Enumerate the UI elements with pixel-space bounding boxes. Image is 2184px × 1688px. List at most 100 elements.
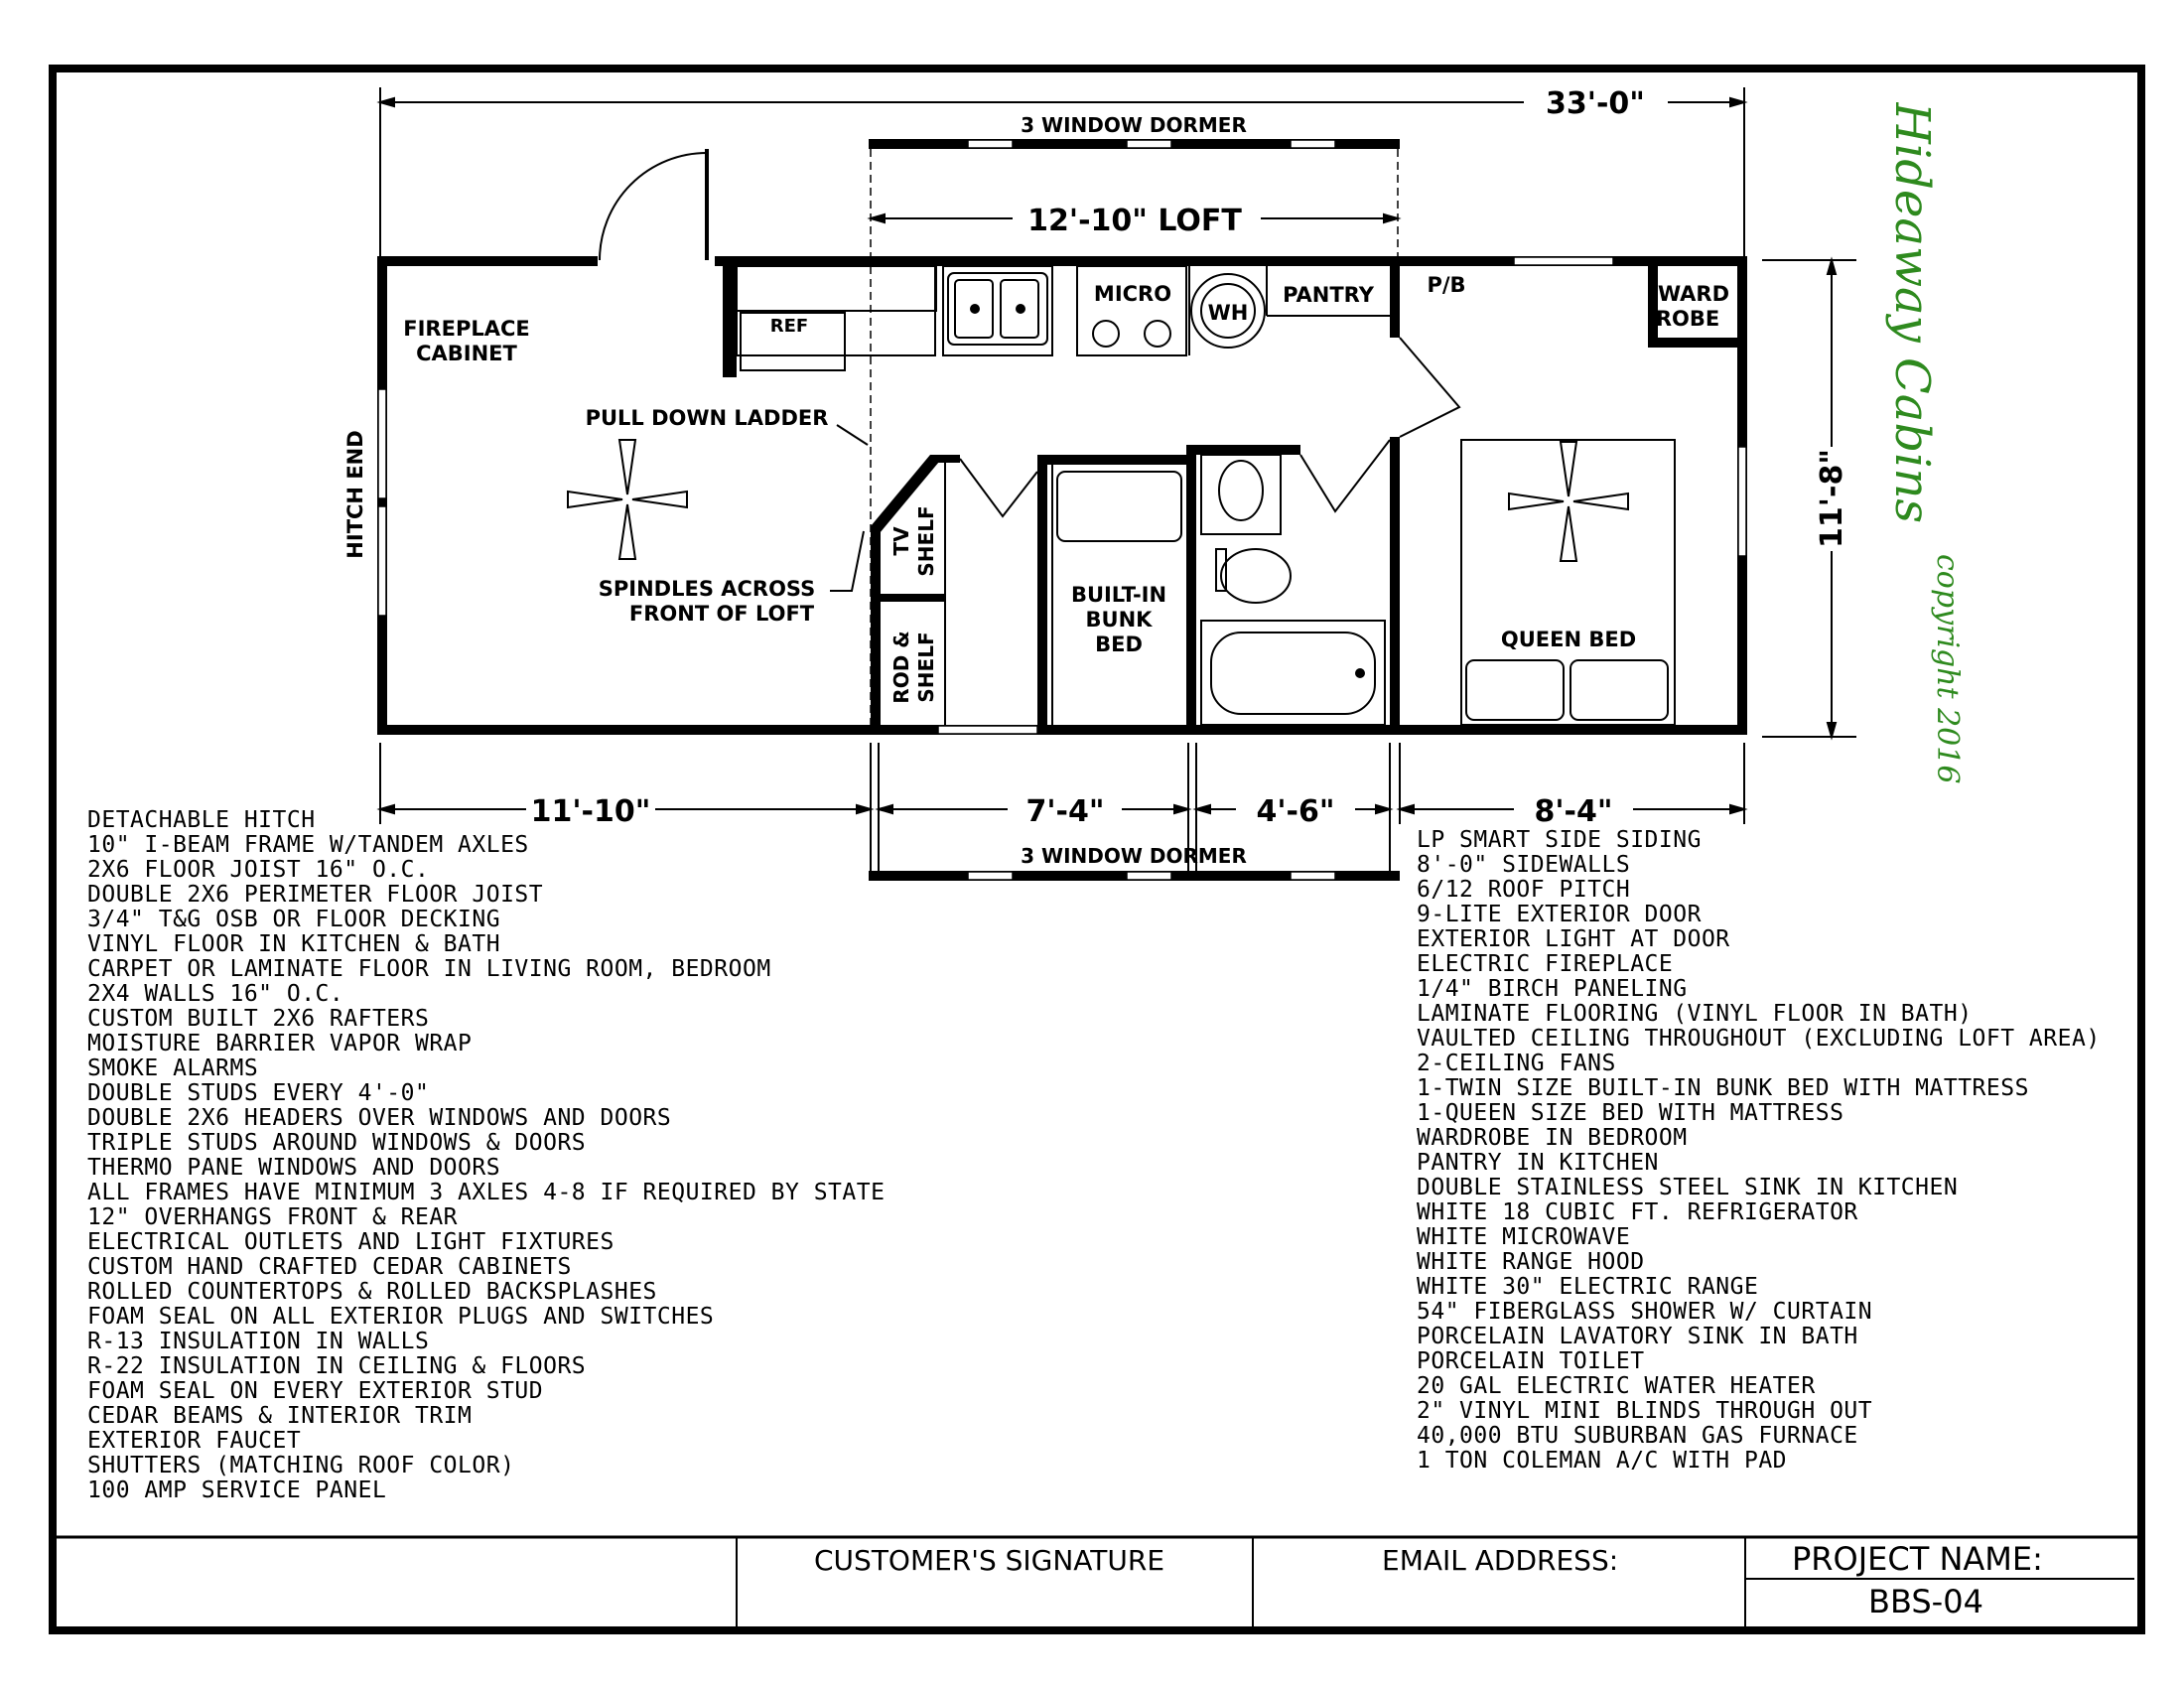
spec-right-item: 1/4" BIRCH PANELING xyxy=(1417,976,1688,1002)
project-name-value: BBS-04 xyxy=(1868,1583,1983,1620)
label-pull-down-ladder: PULL DOWN LADDER xyxy=(586,406,829,430)
bottom-dimensions xyxy=(376,743,1748,874)
label-ref: REF xyxy=(770,316,808,337)
dim-bedroom: 8'-4" xyxy=(1534,794,1612,829)
bedroom-door xyxy=(1399,337,1461,438)
overall-width-dimension xyxy=(1762,256,1856,741)
kitchen xyxy=(723,265,1400,377)
spec-left-item: CUSTOM BUILT 2X6 RAFTERS xyxy=(87,1006,430,1032)
spec-right-item: PORCELAIN LAVATORY SINK IN BATH xyxy=(1417,1324,1858,1349)
bunk-room xyxy=(959,445,1291,730)
label-ward-1: WARD xyxy=(1658,282,1729,306)
brand-copyright: copyright 2016 xyxy=(1930,554,1965,783)
project-name-label: PROJECT NAME: xyxy=(1792,1540,2043,1578)
queen-bed xyxy=(1460,439,1676,726)
spec-left-item: THERMO PANE WINDOWS AND DOORS xyxy=(87,1155,501,1181)
spec-left-item: R-22 INSULATION IN CEILING & FLOORS xyxy=(87,1353,587,1379)
spec-right-item: 40,000 BTU SUBURBAN GAS FURNACE xyxy=(1417,1423,1858,1449)
overall-width-label: 11'-8" xyxy=(1815,449,1849,548)
label-fireplace-2: CABINET xyxy=(416,342,517,365)
spec-right-item: 1 TON COLEMAN A/C WITH PAD xyxy=(1417,1448,1788,1474)
spec-right-item: LAMINATE FLOORING (VINYL FLOOR IN BATH) xyxy=(1417,1001,1973,1027)
dim-living: 11'-10" xyxy=(531,794,651,829)
spec-left-item: 2X6 FLOOR JOIST 16" O.C. xyxy=(87,857,430,883)
spec-left-item: DOUBLE 2X6 HEADERS OVER WINDOWS AND DOOR… xyxy=(87,1105,672,1131)
top-dormer xyxy=(869,139,1400,258)
sheet-border xyxy=(49,65,2145,1634)
label-pantry: PANTRY xyxy=(1283,283,1375,307)
spec-right-item: 54" FIBERGLASS SHOWER W/ CURTAIN xyxy=(1417,1299,1873,1325)
spec-right-item: WHITE MICROWAVE xyxy=(1417,1224,1631,1250)
label-bunk-3: BED xyxy=(1095,633,1143,656)
spec-left-item: ELECTRICAL OUTLETS AND LIGHT FIXTURES xyxy=(87,1229,614,1255)
exterior-walls xyxy=(377,256,1747,735)
spec-left-item: EXTERIOR FAUCET xyxy=(87,1428,302,1454)
label-hitch-end: HITCH END xyxy=(343,430,367,558)
spec-right-item: EXTERIOR LIGHT AT DOOR xyxy=(1417,926,1730,952)
spec-left-item: FOAM SEAL ON EVERY EXTERIOR STUD xyxy=(87,1378,544,1404)
spec-left-item: SMOKE ALARMS xyxy=(87,1055,259,1081)
bathroom xyxy=(1200,437,1400,730)
spec-right-item: 1-QUEEN SIZE BED WITH MATTRESS xyxy=(1417,1100,1844,1126)
label-micro: MICRO xyxy=(1094,282,1171,306)
label-spindles-2: FRONT OF LOFT xyxy=(629,602,815,626)
spec-left-item: CEDAR BEAMS & INTERIOR TRIM xyxy=(87,1403,473,1429)
top-dormer-label: 3 WINDOW DORMER xyxy=(1021,113,1247,137)
overall-length-dimension xyxy=(376,87,1748,256)
exterior-windows xyxy=(377,256,1747,735)
label-spindles-1: SPINDLES ACROSS xyxy=(599,577,816,601)
label-queen-bed: QUEEN BED xyxy=(1501,628,1636,651)
label-fireplace-1: FIREPLACE xyxy=(403,317,529,341)
brand-name: Hideaway Cabins xyxy=(1884,102,1940,523)
label-bunk-1: BUILT-IN xyxy=(1071,583,1166,607)
spec-right-item: WARDROBE IN BEDROOM xyxy=(1417,1125,1688,1151)
label-tv-1: TV xyxy=(889,526,913,556)
spec-left-item: DOUBLE 2X6 PERIMETER FLOOR JOIST xyxy=(87,882,544,908)
overall-length-label: 33'-0" xyxy=(1546,86,1645,121)
spec-left-item: R-13 INSULATION IN WALLS xyxy=(87,1329,430,1354)
spec-right-item: VAULTED CEILING THROUGHOUT (EXCLUDING LO… xyxy=(1417,1026,2101,1052)
spec-left-item: ROLLED COUNTERTOPS & ROLLED BACKSPLASHES xyxy=(87,1279,657,1305)
spec-right-item: 20 GAL ELECTRIC WATER HEATER xyxy=(1417,1373,1816,1399)
wardrobe xyxy=(1648,266,1737,348)
spec-left-item: 10" I-BEAM FRAME W/TANDEM AXLES xyxy=(87,832,529,858)
spec-right-item: WHITE 18 CUBIC FT. REFRIGERATOR xyxy=(1417,1199,1858,1225)
spec-right-item: PANTRY IN KITCHEN xyxy=(1417,1150,1659,1176)
label-ward-2: ROBE xyxy=(1656,307,1719,331)
spec-left-item: FOAM SEAL ON ALL EXTERIOR PLUGS AND SWIT… xyxy=(87,1304,715,1330)
spec-right-item: 6/12 ROOF PITCH xyxy=(1417,877,1631,903)
spec-left-item: DETACHABLE HITCH xyxy=(87,807,316,833)
ceiling-fan-living-icon xyxy=(567,439,688,560)
spec-left-item: 100 AMP SERVICE PANEL xyxy=(87,1477,387,1503)
label-rod-1: ROD & xyxy=(889,631,913,703)
entry-door xyxy=(598,149,715,265)
closet-walls xyxy=(871,455,960,730)
spec-right-item: ELECTRIC FIREPLACE xyxy=(1417,951,1674,977)
label-wh: WH xyxy=(1208,301,1249,325)
spec-right-item: WHITE RANGE HOOD xyxy=(1417,1249,1645,1275)
loft-label: 12'-10" LOFT xyxy=(1027,204,1242,238)
label-rod-2: SHELF xyxy=(914,632,938,702)
spec-right-item: 2-CEILING FANS xyxy=(1417,1051,1616,1076)
ladder-leader xyxy=(836,424,869,446)
bottom-dormer xyxy=(869,871,1400,881)
spec-left-item: CUSTOM HAND CRAFTED CEDAR CABINETS xyxy=(87,1254,572,1280)
spec-right-item: LP SMART SIDE SIDING xyxy=(1417,827,1702,853)
spec-left-item: VINYL FLOOR IN KITCHEN & BATH xyxy=(87,931,501,957)
ceiling-fan-bedroom-icon xyxy=(1508,441,1629,562)
label-pb: P/B xyxy=(1427,273,1465,297)
spindles-leader xyxy=(830,530,865,592)
customer-signature-label: CUSTOMER'S SIGNATURE xyxy=(814,1544,1165,1577)
spec-right-item: 2" VINYL MINI BLINDS THROUGH OUT xyxy=(1417,1398,1873,1424)
spec-left-item: SHUTTERS (MATCHING ROOF COLOR) xyxy=(87,1453,515,1478)
email-address-label: EMAIL ADDRESS: xyxy=(1382,1544,1619,1577)
spec-right-item: PORCELAIN TOILET xyxy=(1417,1348,1645,1374)
spec-right-item: 1-TWIN SIZE BUILT-IN BUNK BED WITH MATTR… xyxy=(1417,1075,2029,1101)
spec-left-item: DOUBLE STUDS EVERY 4'-0" xyxy=(87,1080,430,1106)
spec-right-item: WHITE 30" ELECTRIC RANGE xyxy=(1417,1274,1759,1300)
bottom-dormer-label: 3 WINDOW DORMER xyxy=(1021,844,1247,868)
dim-bunk: 7'-4" xyxy=(1025,794,1104,829)
dim-bath: 4'-6" xyxy=(1256,794,1334,829)
